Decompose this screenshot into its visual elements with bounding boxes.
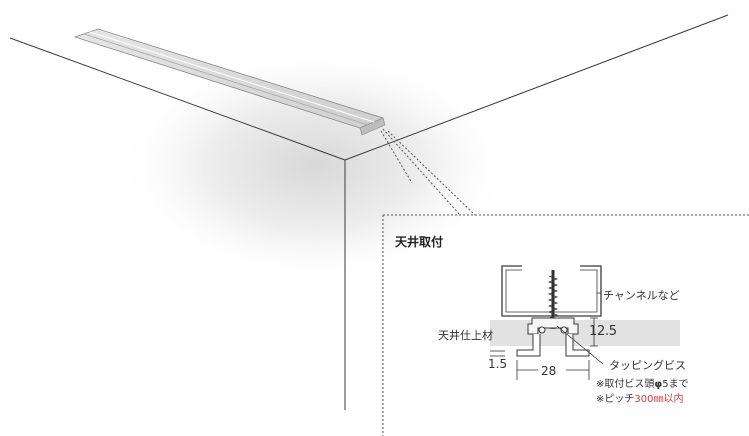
pitch-note: ※ピッチ300㎜以内 xyxy=(596,390,683,405)
wall-edge-left xyxy=(9,37,346,161)
dim-thickness-label: 12.5 xyxy=(589,324,617,339)
detail-title: 天井取付 xyxy=(395,235,444,249)
ceiling-finish-band xyxy=(490,320,680,346)
wall-edge-right xyxy=(344,14,729,161)
ceiling-rail xyxy=(73,28,386,136)
detail-leader xyxy=(380,128,476,216)
ceiling-finish-label: 天井仕上材 xyxy=(438,329,493,342)
dim-28-line xyxy=(516,360,590,380)
screw-head-note-suffix: 5まで xyxy=(662,379,689,390)
screw-label: タッピングビス xyxy=(609,359,686,372)
detail-frame xyxy=(382,214,749,436)
screw-head-note-symbol: φ xyxy=(654,379,663,390)
dim-flange-label: 1.5 xyxy=(488,357,508,371)
pitch-note-prefix: ※ピッチ xyxy=(596,394,635,405)
dim-12-5-line xyxy=(590,317,598,347)
dim-width-label: 28 xyxy=(541,364,557,378)
rail-profile xyxy=(516,317,590,357)
dim-1-5-line xyxy=(490,350,505,357)
screw-head-note-prefix: ※取付ビス頭 xyxy=(596,379,655,390)
corner-shadow xyxy=(115,45,515,285)
channel-label: チャンネルなど xyxy=(603,289,680,302)
screw-head-note: ※取付ビス頭φ5まで xyxy=(596,375,689,390)
screw-leader xyxy=(556,325,604,365)
pitch-note-value: 300㎜以内 xyxy=(634,394,684,405)
